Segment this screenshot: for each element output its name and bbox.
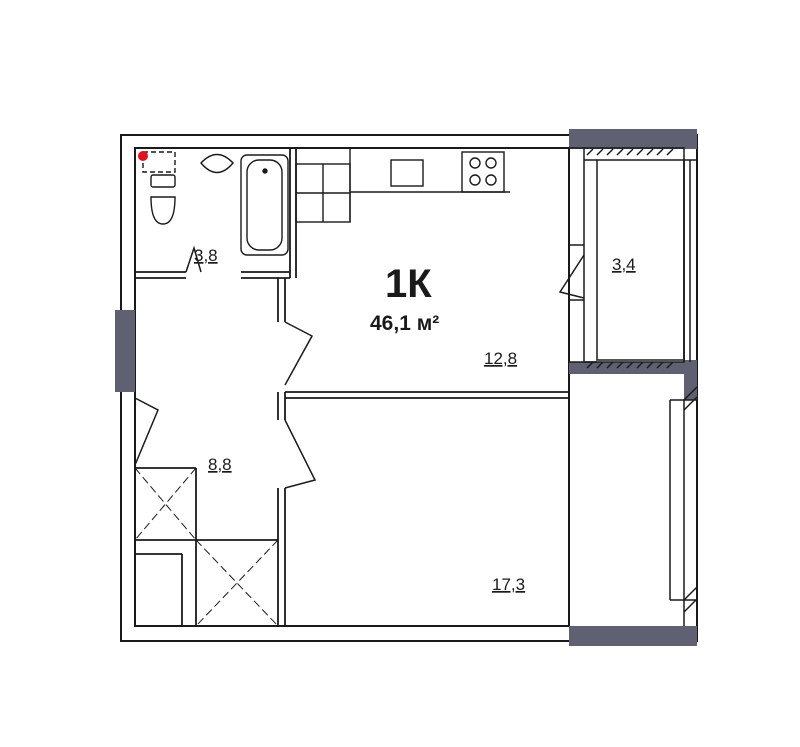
bedroom-area: 17,3 — [492, 575, 525, 594]
kitchen-door — [284, 321, 314, 386]
balcony-area: 3,4 — [612, 255, 636, 274]
window-bottom-right — [569, 626, 697, 646]
interior-walls — [135, 148, 569, 626]
bedroom-door — [284, 419, 317, 489]
apartment-type: 1К — [385, 262, 432, 306]
bathroom-door — [185, 245, 202, 273]
riser-marker — [138, 151, 148, 161]
bedroom-window-frame — [669, 386, 698, 626]
outer-walls — [120, 134, 698, 642]
hallway-area: 8,8 — [208, 455, 232, 474]
entrance-door — [134, 397, 159, 466]
window-top-right — [569, 129, 697, 149]
balcony-door — [558, 244, 585, 301]
bathroom-area: 3,8 — [194, 246, 218, 265]
window-left — [115, 310, 135, 392]
doors — [134, 245, 317, 489]
kitchen-fixtures — [295, 148, 510, 223]
wardrobes — [134, 467, 279, 627]
balcony — [568, 147, 697, 369]
windows — [115, 129, 697, 646]
bathroom-fixtures — [142, 151, 289, 256]
total-area: 46,1 м² — [370, 312, 439, 335]
window-mid-right — [569, 362, 697, 374]
kitchen-area: 12,8 — [484, 349, 517, 368]
